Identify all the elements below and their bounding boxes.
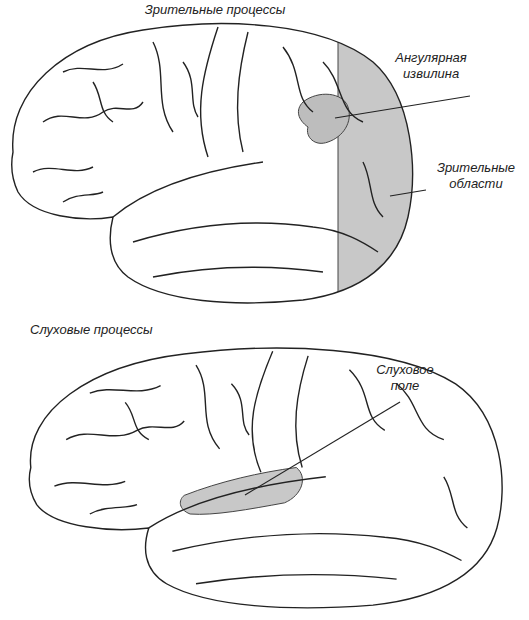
leader-line xyxy=(390,190,426,196)
angular-gyrus xyxy=(298,94,349,143)
section-heading: Слуховые процессы xyxy=(30,322,190,338)
section-heading: Зрительные процессы xyxy=(130,2,300,18)
region-label: Ангулярная извилина xyxy=(385,50,477,82)
leader-line xyxy=(245,402,400,495)
region-label: Слуховое поле xyxy=(365,362,445,394)
leader-line xyxy=(335,96,470,118)
region-label: Зрительные области xyxy=(430,160,522,192)
brain-auditory xyxy=(29,348,502,608)
brain-visual xyxy=(12,2,428,322)
